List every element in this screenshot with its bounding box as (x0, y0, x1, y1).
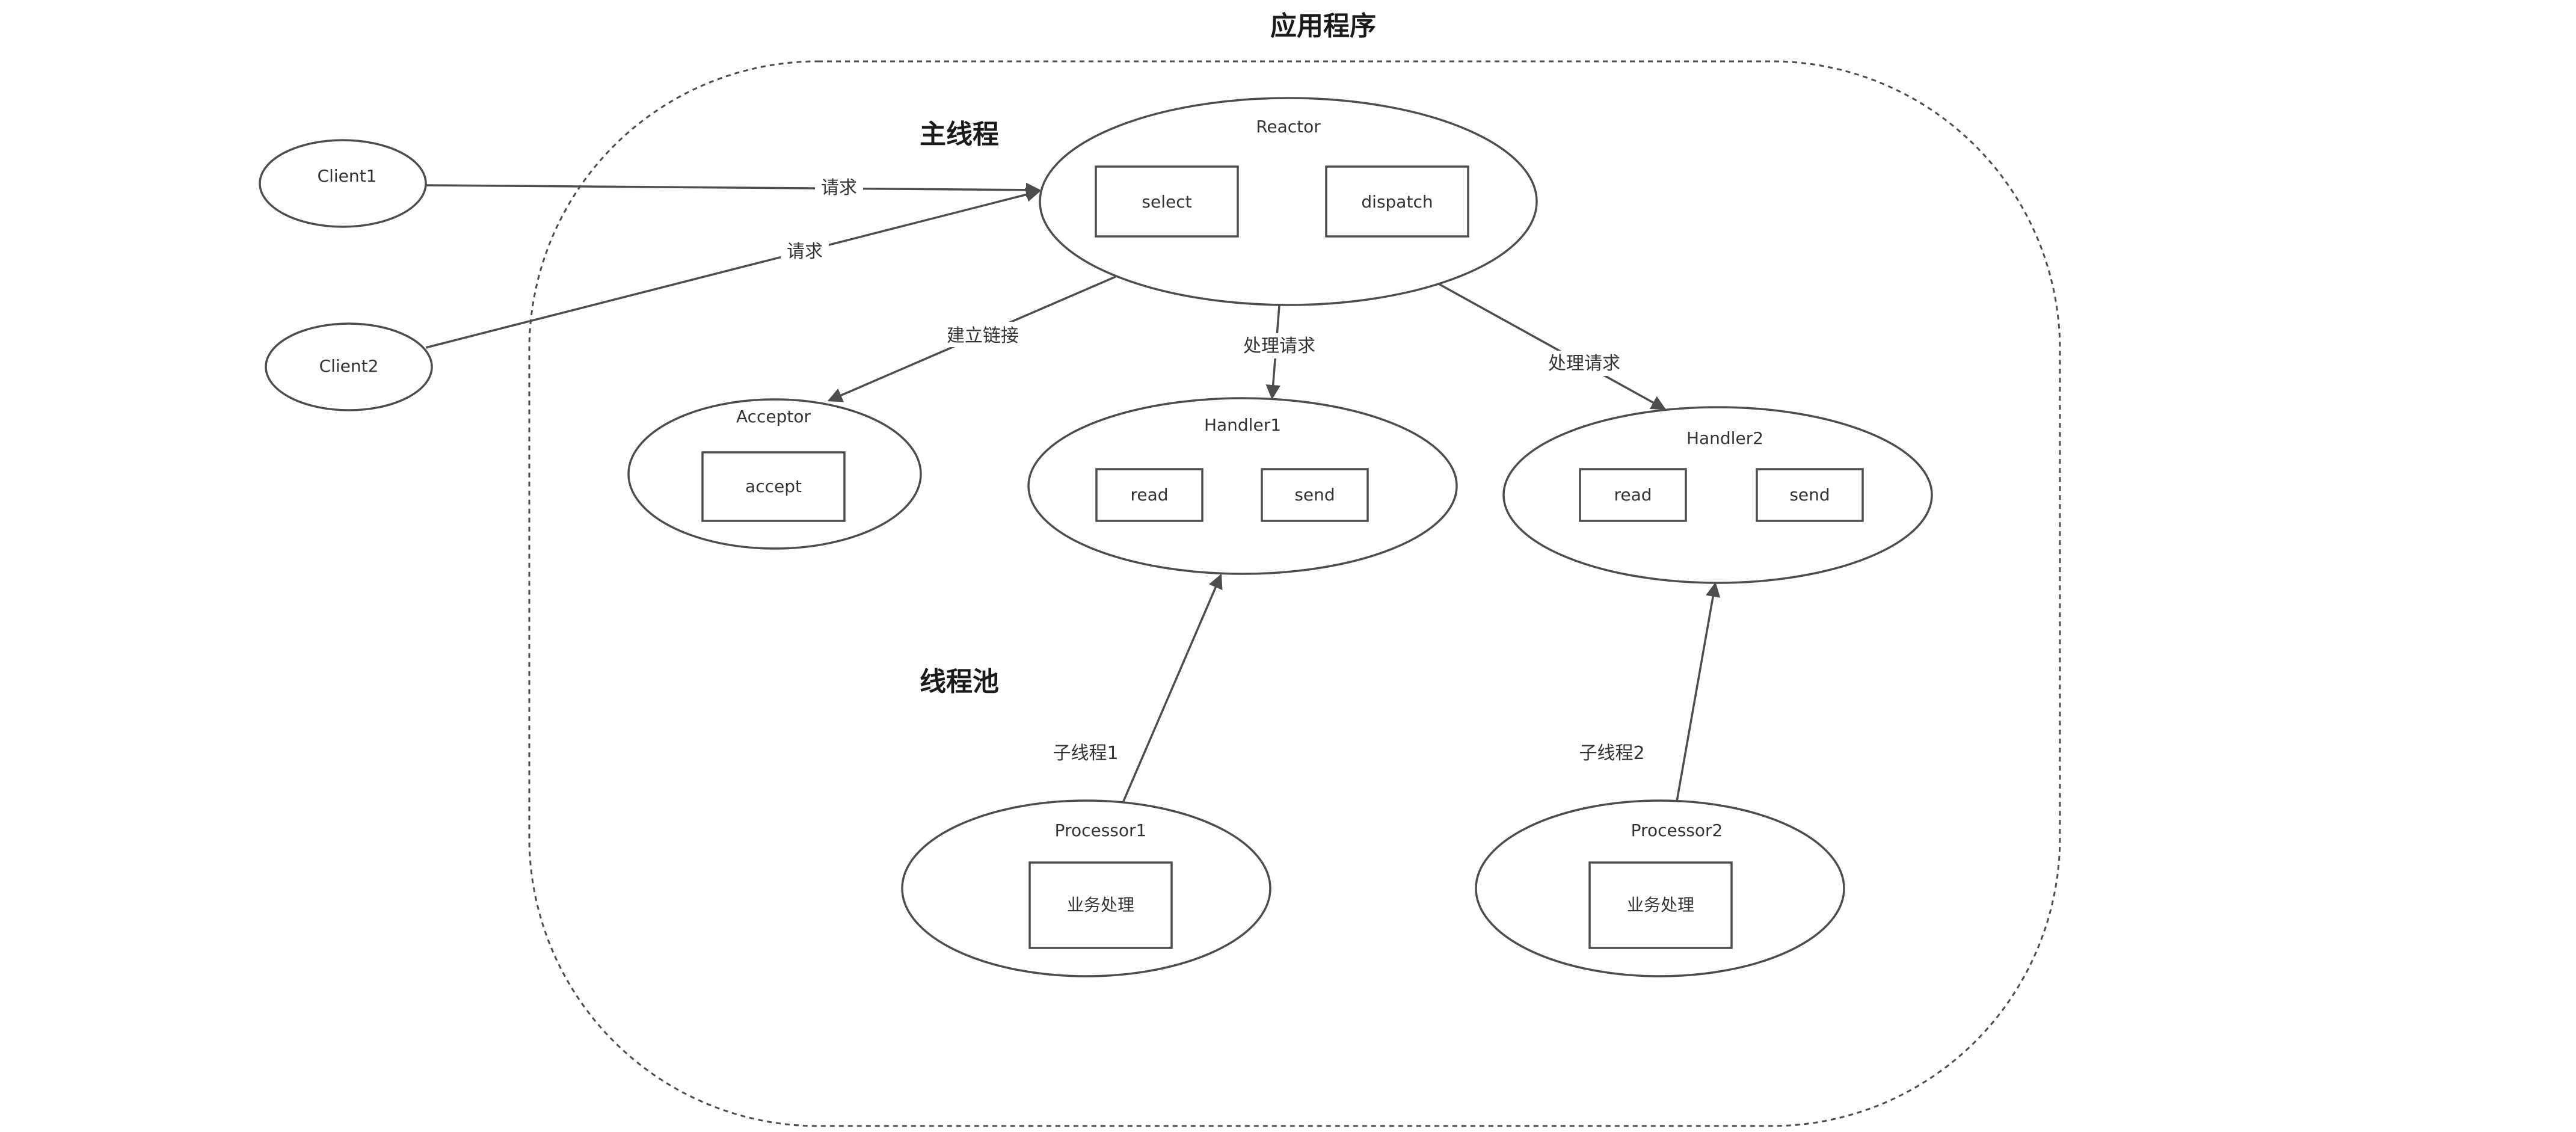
edge-client2-reactor (425, 187, 1041, 349)
processor1-business-box (1028, 861, 1173, 949)
edge-label-subthread1: 子线程1 (1053, 743, 1118, 764)
client1-label: Client1 (318, 166, 377, 186)
thread-pool-label: 线程池 (920, 666, 999, 697)
processor2-label: Processor2 (1631, 820, 1723, 840)
client2-label: Client2 (319, 356, 379, 376)
handler2-node: Handler2 read send (1502, 406, 1933, 584)
accept-label: accept (745, 476, 802, 496)
application-boundary (528, 60, 2061, 1127)
handler2-send-box (1756, 468, 1864, 522)
processor2-business-box (1588, 861, 1733, 949)
edge-processor1-handler1 (1122, 573, 1223, 802)
processor2-business-label: 业务处理 (1627, 895, 1694, 915)
diagram-title: 应用程序 (1270, 11, 1376, 42)
edge-reactor-handler2 (1438, 283, 1667, 410)
edge-label-subthread2: 子线程2 (1579, 743, 1644, 764)
handler1-read-label: read (1130, 485, 1168, 505)
handler2-label: Handler2 (1686, 428, 1763, 448)
dispatch-box (1325, 165, 1469, 238)
accept-box (701, 451, 846, 522)
processor2-node: Processor2 业务处理 (1475, 799, 1845, 977)
edge-label-handle1: 处理请求 (1243, 336, 1315, 357)
handler2-send-label: send (1789, 485, 1830, 505)
acceptor-label: Acceptor (736, 407, 811, 426)
edge-processor2-handler2 (1676, 582, 1721, 802)
processor1-label: Processor1 (1055, 820, 1147, 840)
reactor-label: Reactor (1256, 117, 1321, 137)
dispatch-label: dispatch (1361, 192, 1433, 212)
edge-label-handle2: 处理请求 (1548, 353, 1620, 374)
main-thread-label: 主线程 (920, 119, 999, 150)
select-label: select (1142, 192, 1191, 212)
handler2-read-box (1579, 468, 1687, 522)
client1-node: Client1 (259, 139, 427, 228)
handler1-read-box (1095, 468, 1203, 522)
processor1-node: Processor1 业务处理 (901, 799, 1271, 977)
handler1-node: Handler1 read send (1027, 397, 1458, 575)
client2-node: Client2 (265, 322, 433, 411)
reactor-node: Reactor select dispatch (1039, 97, 1538, 306)
select-box (1095, 165, 1239, 238)
handler2-read-label: read (1614, 485, 1652, 505)
edge-label-accept: 建立链接 (947, 325, 1019, 346)
edge-client1-reactor (425, 182, 1041, 198)
acceptor-node: Acceptor accept (627, 398, 922, 550)
handler1-label: Handler1 (1204, 415, 1281, 435)
handler1-send-label: send (1294, 485, 1335, 505)
edge-label-client2: 请求 (787, 241, 823, 262)
edge-label-client1: 请求 (821, 177, 857, 198)
edge-labels: 请求 请求 建立链接 处理请求 处理请求 子线程1 子线程2 (781, 174, 1645, 764)
handler1-send-box (1261, 468, 1369, 522)
processor1-business-label: 业务处理 (1067, 895, 1134, 915)
